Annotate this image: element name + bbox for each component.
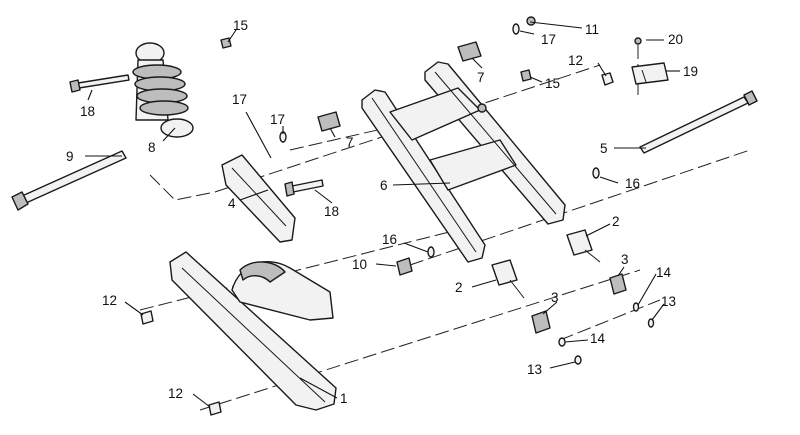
part-16-washer-right: [592, 167, 600, 179]
callout-14-right: 14: [656, 265, 672, 280]
callout-15-right: 15: [545, 76, 560, 91]
part-7-bushing-right: [457, 41, 482, 62]
part-19-bracket: [631, 62, 669, 85]
callout-10: 10: [352, 257, 367, 272]
callout-labels: 15 18 8 9 17 17 7 4 18 11 17 7 15 12 20 …: [66, 18, 698, 406]
callout-16-left: 16: [382, 232, 397, 247]
part-10-nut: [396, 257, 413, 276]
callout-8: 8: [148, 140, 156, 155]
part-12-bolt-left: [140, 310, 154, 325]
callout-17-left: 17: [232, 92, 247, 107]
part-12-bolt-lower: [208, 401, 222, 416]
callout-13-left: 13: [527, 362, 542, 377]
callout-9: 9: [66, 149, 74, 164]
callout-2-right: 2: [612, 214, 620, 229]
callout-3-right: 3: [621, 252, 629, 267]
callout-12-lower: 12: [168, 386, 183, 401]
part-1-rear-fender: [169, 251, 337, 411]
part-15-nut-right: [520, 69, 532, 82]
callout-4: 4: [228, 196, 236, 211]
callout-18-lower: 18: [324, 204, 339, 219]
callout-3-left: 3: [551, 290, 559, 305]
callout-6: 6: [380, 178, 388, 193]
part-16-washer-left: [427, 246, 435, 258]
part-5-axle: [639, 90, 758, 154]
part-13-nut-left: [574, 355, 582, 365]
part-18-shock-bolt-upper: [69, 74, 130, 93]
callout-5: 5: [600, 141, 608, 156]
callout-15-upper: 15: [233, 18, 248, 33]
part-8-shock-absorber: [132, 42, 194, 138]
callout-19: 19: [683, 64, 698, 79]
part-4-chain-guide: [221, 154, 296, 243]
callout-2-left: 2: [455, 280, 463, 295]
callout-16-right: 16: [625, 176, 640, 191]
part-20-bolt: [634, 37, 642, 45]
part-6-swingarm: [361, 61, 566, 263]
callout-7-right: 7: [477, 70, 485, 85]
callout-1: 1: [340, 391, 348, 406]
callout-7-left: 7: [346, 135, 354, 150]
callout-13-right: 13: [661, 294, 676, 309]
part-11-nut: [526, 16, 536, 26]
callout-leader-lines: [85, 21, 680, 408]
part-14-washer-right: [632, 302, 640, 312]
callout-17-right: 17: [541, 32, 556, 47]
part-7-bushing-left: [317, 111, 341, 132]
part-18-bolt-lower: [284, 179, 324, 197]
part-9-axle-bolt: [11, 150, 127, 211]
part-2-chain-adjuster-left: [491, 259, 525, 299]
callout-18-upper: 18: [80, 104, 95, 119]
part-14-washer-left: [558, 337, 566, 347]
callout-20: 20: [668, 32, 683, 47]
part-12-nut-right: [601, 72, 614, 86]
part-17-washer-upper: [512, 23, 520, 35]
callout-14-left: 14: [590, 331, 606, 346]
part-3-adjuster-block-left: [531, 310, 551, 334]
callout-17-mid: 17: [270, 112, 285, 127]
callout-12-right: 12: [568, 53, 583, 68]
callout-12-left: 12: [102, 293, 117, 308]
part-13-nut-right: [647, 318, 655, 328]
part-2-chain-adjuster-right: [566, 229, 601, 263]
part-3-adjuster-block-right: [609, 273, 627, 295]
callout-11: 11: [585, 22, 599, 37]
